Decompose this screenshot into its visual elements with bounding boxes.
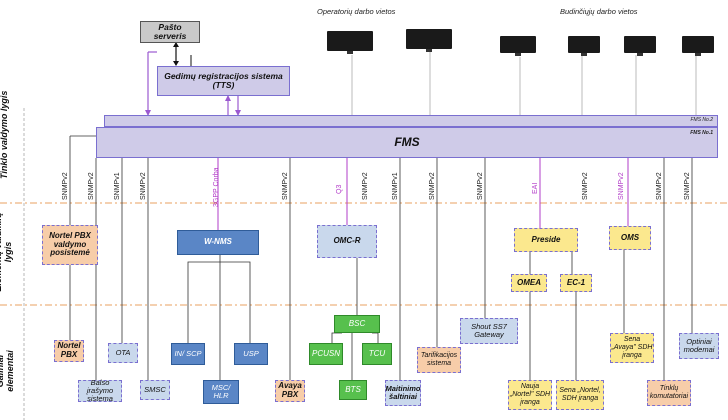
protocol-label: 3GPP Corba (213, 167, 220, 207)
level-element: Elementų valdiklių lygis (0, 212, 13, 292)
usp-box: USP (234, 343, 268, 365)
tinklu-box: Tinklų komutatoriai (647, 380, 691, 406)
wnms-box: W-NMS (177, 230, 259, 255)
ec1-box: EC-1 (560, 274, 592, 292)
duty-monitor-icon (568, 36, 600, 58)
avaya-pbx-box: Avaya PBX (275, 380, 305, 402)
operators-label: Operatorių darbo vietos (317, 7, 396, 16)
protocol-label: SNMPv2 (684, 172, 691, 200)
duty-monitor-icon (500, 36, 536, 58)
oms-box: OMS (609, 226, 651, 250)
tts-box: Gedimų registracijos sistema (TTS) (157, 66, 290, 96)
nortel-pbx-box: Nortel PBX (54, 340, 84, 362)
fms-no1-label: FMS No.1 (690, 130, 713, 136)
omcr-box: OMC-R (317, 225, 377, 258)
shout-gateway-box: Shout SS7 Gateway (460, 318, 518, 344)
protocol-label: SNMPv2 (656, 172, 663, 200)
in-scp-box: IN/ SCP (171, 343, 205, 365)
fms-no2-box: FMS No.2 (104, 115, 718, 127)
protocol-label: SNMPv2 (88, 172, 95, 200)
sena-avaya-box: Sena „Avaya" SDH įranga (610, 333, 654, 363)
pcusn-box: PCUSN (309, 343, 343, 365)
protocol-label: SNMPv1 (114, 172, 121, 200)
tcu-box: TCU (362, 343, 392, 365)
protocol-label: SNMPv2 (618, 172, 625, 200)
duty-label: Budinčiųjų darbo vietos (560, 7, 638, 16)
fms-title: FMS (394, 134, 420, 149)
operator-monitor-icon (327, 31, 373, 54)
mail-server-box: Pašto serveris (140, 21, 200, 43)
fms-box: FMS FMS No.1 (96, 127, 718, 158)
optiniai-box: Optiniai modemai (679, 333, 719, 359)
duty-monitor-icon (624, 36, 656, 58)
smsc-box: SMSC (140, 380, 170, 400)
level-terminal: Galiniai elementai (0, 350, 15, 392)
omea-box: OMEA (511, 274, 547, 292)
preside-box: Preside (514, 228, 578, 252)
balso-box: Balso įrašymo sistema (78, 378, 122, 403)
bsc-box: BSC (334, 315, 380, 333)
maitinimo-box: Maitinimo šaltiniai (385, 380, 421, 406)
protocol-label: SNMPv2 (62, 172, 69, 200)
protocol-label: SNMPv2 (477, 172, 484, 200)
operator-monitor-icon (406, 29, 452, 52)
protocol-label: SNMPv2 (140, 172, 147, 200)
protocol-label: SNMPv2 (362, 172, 369, 200)
protocol-label: EAI (532, 182, 539, 194)
protocol-label: SNMPv1 (392, 172, 399, 200)
msc-hlr-box: MSC/ HLR (203, 380, 239, 404)
protocol-label: SNMPv2 (582, 172, 589, 200)
sena-nortel-box: Sena „Nortel, SDH įranga (556, 380, 604, 410)
nauja-nortel-box: Nauja „Nortel" SDH įranga (508, 380, 552, 410)
nortel-pbx-mgmt-box: Nortel PBX valdymo posistemė (42, 225, 98, 265)
fms-no2-label: FMS No.2 (690, 117, 713, 123)
protocol-label: Q3 (336, 184, 343, 194)
tarifikacijos-box: Tarifikacijos sistema (417, 347, 461, 373)
protocol-label: SNMPv2 (282, 172, 289, 200)
ota-box: OTA (108, 343, 138, 363)
level-network: Tinklo valdymo lygis (0, 90, 9, 179)
duty-monitor-icon (682, 36, 714, 58)
bts-box: BTS (339, 380, 367, 400)
protocol-label: SNMPv2 (429, 172, 436, 200)
